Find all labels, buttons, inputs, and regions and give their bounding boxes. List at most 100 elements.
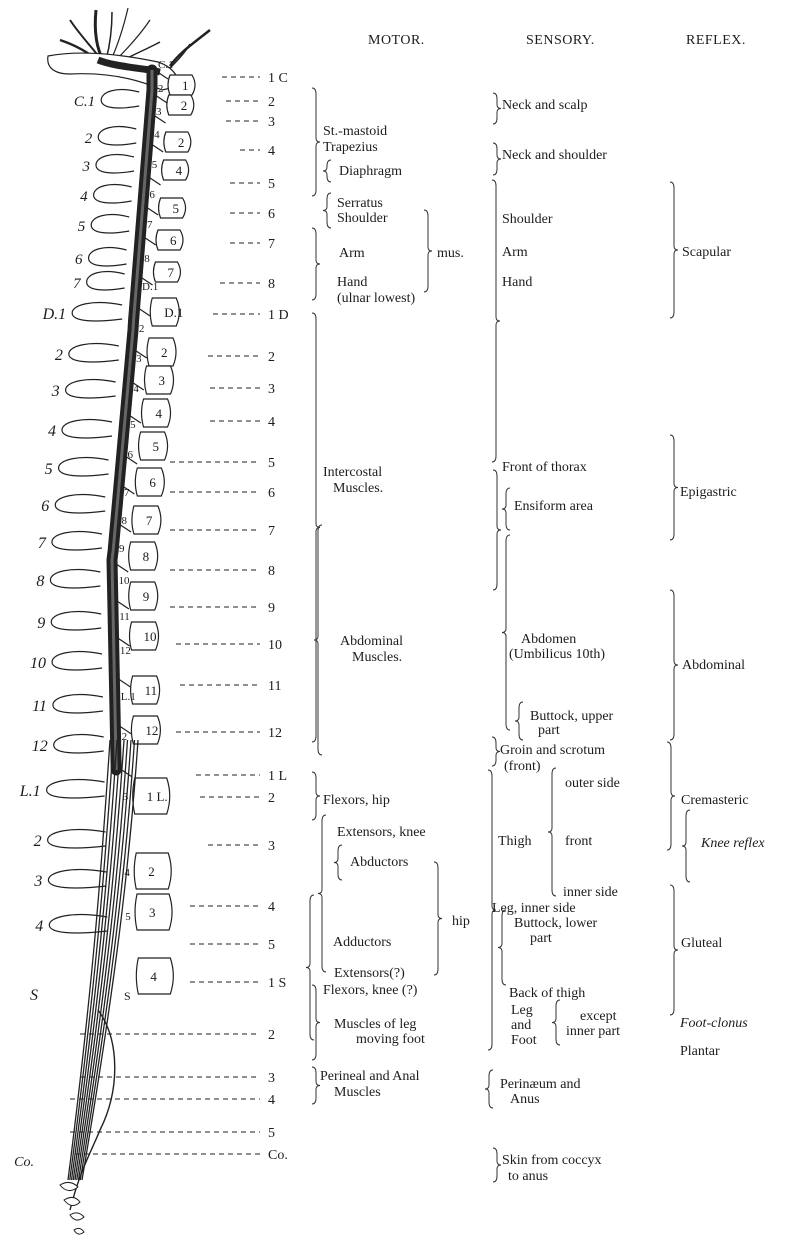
sensory-abdomen: Abdomen	[521, 632, 576, 647]
segment-number-label: 3	[268, 115, 275, 130]
segment-number-label: 9	[268, 601, 275, 616]
sensory-coccyx-1: Skin from coccyx	[502, 1153, 602, 1168]
sensory-umbilicus: (Umbilicus 10th)	[509, 647, 605, 662]
vertebra-label: L.1	[19, 783, 41, 800]
vertebral-body-label: 10	[144, 629, 157, 644]
vertebra-label: 2	[34, 833, 42, 850]
vertebral-body-label: 1 L.	[147, 789, 168, 804]
sensory-groin-2: (front)	[504, 759, 541, 774]
segment-number-label: 4	[268, 1093, 275, 1108]
sensory-hand: Hand	[502, 275, 532, 290]
transverse-process	[50, 570, 100, 588]
motor-flexors-knee: Flexors, knee (?)	[323, 983, 417, 998]
vertebra-label: 3	[51, 383, 60, 400]
transverse-process	[55, 495, 105, 513]
sensory-inner-part: inner part	[566, 1024, 620, 1039]
motor-intercostal-2: Muscles.	[333, 481, 383, 496]
segment-number-label: 2	[268, 350, 275, 365]
segment-number-label: 3	[268, 839, 275, 854]
sensory-brace-ensiform	[502, 488, 510, 530]
segment-number-label: 4	[268, 900, 275, 915]
sensory-brace-buttock-lower	[498, 910, 506, 985]
vertebra-label: 7	[73, 276, 82, 292]
reflex-abdominal: Abdominal	[682, 658, 745, 673]
cord-segment-label: D.1	[142, 281, 158, 293]
segment-number-label: 2	[268, 1028, 275, 1043]
motor-leg-1: Muscles of leg	[334, 1017, 416, 1032]
cord-segment-label: 4	[154, 129, 160, 141]
nerve-root	[117, 601, 129, 609]
transverse-process	[62, 420, 112, 438]
vertebral-body-label: 3	[159, 373, 166, 388]
reflex-cremasteric: Cremasteric	[681, 793, 749, 808]
vertebral-body-label: 5	[153, 439, 160, 454]
segment-number-label: 7	[268, 237, 275, 252]
sensory-buttock-lower-2: part	[530, 931, 552, 946]
transverse-process	[98, 127, 136, 145]
transverse-process	[101, 90, 139, 108]
vertebral-body-label: 6	[149, 475, 156, 490]
vertebra-label: 4	[48, 423, 56, 440]
motor-brace-neck	[312, 88, 320, 196]
nerve-root	[146, 207, 158, 215]
cord-segment-label: 9	[119, 543, 125, 555]
segment-number-label: 2	[268, 791, 275, 806]
vertebral-body-label: 4	[156, 406, 163, 421]
motor-brace-serratus	[323, 193, 331, 228]
motor-shoulder: Shoulder	[337, 211, 388, 226]
cord-segment-label: 2	[158, 83, 164, 95]
motor-abdominal-2: Muscles.	[352, 650, 402, 665]
vertebra-label: 5	[78, 219, 86, 235]
cord-segment-label: L.1	[121, 691, 136, 703]
vertebra-label: 11	[32, 698, 47, 715]
cord-segment-label: 5	[125, 911, 131, 923]
sensory-and: and	[511, 1018, 531, 1033]
motor-mus: mus.	[437, 246, 464, 261]
sensory-front: front	[565, 834, 592, 849]
transverse-process	[91, 215, 129, 233]
nerve-root	[144, 237, 156, 245]
reflex-epigastric: Epigastric	[680, 485, 737, 500]
cord-segment-label: 7	[124, 487, 130, 499]
vertebra-label: 5	[45, 461, 53, 478]
cord-segment-label: 5	[130, 419, 136, 431]
vertebra-label-coccyx: Co.	[14, 1155, 34, 1170]
vertebra-label: 8	[36, 573, 44, 590]
sensory-header: SENSORY.	[526, 33, 595, 48]
sensory-leg-inner: Leg, inner side	[492, 901, 576, 916]
sensory-except: except	[580, 1009, 617, 1024]
segment-number-label: 1 D	[268, 308, 289, 323]
motor-brace-leg	[312, 985, 320, 1060]
sensory-perinaeum-2: Anus	[510, 1092, 540, 1107]
sensory-brace-abdomen	[502, 535, 510, 730]
nerve-root	[119, 679, 131, 687]
motor-brace-perineal	[312, 1067, 320, 1104]
sensory-neck-scalp: Neck and scalp	[502, 98, 588, 113]
reflex-header: REFLEX.	[686, 33, 746, 48]
reflex-brace-cremasteric	[667, 742, 675, 850]
cord-segment-label: 2	[122, 731, 128, 743]
motor-st-mastoid: St.-mastoid	[323, 124, 387, 139]
motor-adductors: Adductors	[333, 935, 391, 950]
sensory-brace-neck-shoulder	[493, 143, 501, 175]
transverse-process	[51, 612, 101, 630]
segment-number-label: 10	[268, 638, 282, 653]
vertebral-body-label: 5	[173, 201, 180, 216]
motor-serratus: Serratus	[337, 196, 383, 211]
vertebral-body-label: 2	[181, 98, 188, 113]
cord-segment-label: 6	[127, 449, 133, 461]
cord-segment-label-sacral: S	[124, 989, 131, 1003]
cord-segment-label: 4	[133, 383, 139, 395]
reflex-brace-scapular	[670, 182, 678, 318]
sensory-leg: Leg	[511, 1003, 533, 1018]
transverse-process	[48, 870, 106, 888]
reflex-brace-knee	[682, 810, 690, 882]
nerve-root	[155, 95, 167, 103]
motor-brace-flexors-hip	[312, 772, 320, 820]
reflex-brace-epigastric	[670, 435, 678, 540]
transverse-process	[47, 780, 105, 798]
vertebra-label: 9	[37, 615, 45, 632]
cord-segment-label: 4	[124, 867, 130, 879]
sensory-inner-side: inner side	[563, 885, 618, 900]
